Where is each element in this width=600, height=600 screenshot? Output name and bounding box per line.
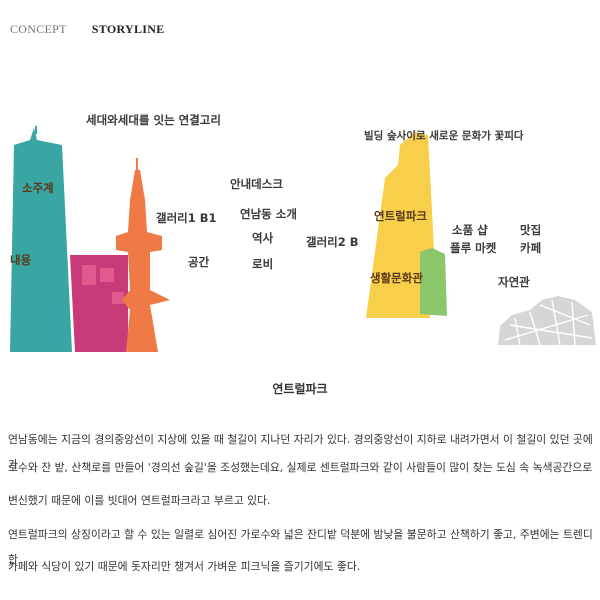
left-heading: 세대와세대를 잇는 연결고리 bbox=[86, 113, 221, 127]
teal-tower bbox=[10, 126, 72, 352]
label-history: 역사 bbox=[252, 231, 274, 245]
label-props-shop: 소품 샵 bbox=[452, 223, 488, 237]
paragraph-line-4: 연트럴파크의 상징이라고 할 수 있는 일렬로 심어진 가로수와 넓은 잔디밭 … bbox=[8, 528, 593, 566]
label-lobby: 로비 bbox=[252, 257, 274, 271]
label-space: 공간 bbox=[188, 255, 210, 269]
label-info-desk: 안내데스크 bbox=[230, 177, 283, 191]
nav-storyline-tab[interactable]: STORYLINE bbox=[91, 22, 165, 36]
label-naeyong: 내용 bbox=[10, 253, 32, 267]
label-nature-hall: 자연관 bbox=[498, 275, 530, 289]
label-restaurant: 맛집 bbox=[520, 223, 542, 237]
orange-tower bbox=[116, 158, 170, 352]
magenta-building bbox=[70, 255, 128, 352]
illustration bbox=[10, 126, 596, 352]
label-gallery2: 갤러리2 B bbox=[306, 235, 359, 249]
right-heading: 빌딩 숲사이로 새로운 문화가 꽃피다 bbox=[364, 130, 524, 142]
label-central-park: 연트럴파크 bbox=[374, 209, 427, 223]
paragraph-line-2: 로수와 잔 밭, 산책로를 만들어 '경의선 숲길'을 조성했는데요, 실제로 … bbox=[8, 461, 593, 474]
label-culture-hall: 생활문화관 bbox=[370, 271, 423, 285]
paragraph-line-5: 카페와 식당이 있기 때문에 돗자리만 챙겨서 가벼운 피크닉을 즐기기에도 좋… bbox=[8, 560, 361, 573]
label-soju: 소주계 bbox=[22, 181, 54, 195]
top-nav: CONCEPT STORYLINE bbox=[10, 22, 187, 37]
paragraph-line-1: 연남동에는 지금의 경의중앙선이 지상에 있을 때 철길이 지나던 자리가 있다… bbox=[8, 433, 593, 471]
label-flea-market: 플루 마켓 bbox=[450, 241, 497, 255]
paragraph-line-3: 변신했기 때문에 이를 빗대어 연트럴파크라고 부르고 있다. bbox=[8, 494, 271, 507]
green-building bbox=[420, 248, 447, 316]
map-icon bbox=[498, 296, 596, 346]
section-title: 연트럴파크 bbox=[272, 382, 328, 396]
label-yeonnam-intro: 연남동 소개 bbox=[240, 207, 297, 221]
nav-concept-tab[interactable]: CONCEPT bbox=[10, 22, 67, 36]
label-gallery1: 갤러리1 B1 bbox=[156, 211, 217, 225]
yellow-building bbox=[366, 132, 434, 318]
label-cafe: 카페 bbox=[520, 241, 542, 255]
